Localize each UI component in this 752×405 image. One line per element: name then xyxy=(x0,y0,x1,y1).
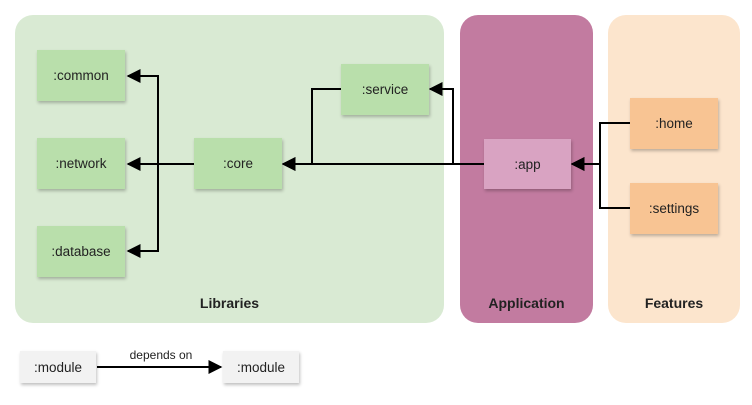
node-settings: :settings xyxy=(630,183,718,234)
legend-module-source: :module xyxy=(20,351,96,383)
application-label: Application xyxy=(488,295,565,311)
node-app: :app xyxy=(484,139,571,189)
legend-module-target: :module xyxy=(223,351,299,383)
features-group: Features xyxy=(608,15,740,323)
node-core: :core xyxy=(194,138,282,189)
features-label: Features xyxy=(644,295,704,311)
node-common: :common xyxy=(37,50,125,101)
libraries-label: Libraries xyxy=(199,295,260,311)
legend-depends-on-label: depends on xyxy=(129,348,193,362)
node-database: :database xyxy=(37,226,125,277)
node-home: :home xyxy=(630,98,718,149)
node-service: :service xyxy=(341,64,429,115)
node-network: :network xyxy=(37,138,125,189)
